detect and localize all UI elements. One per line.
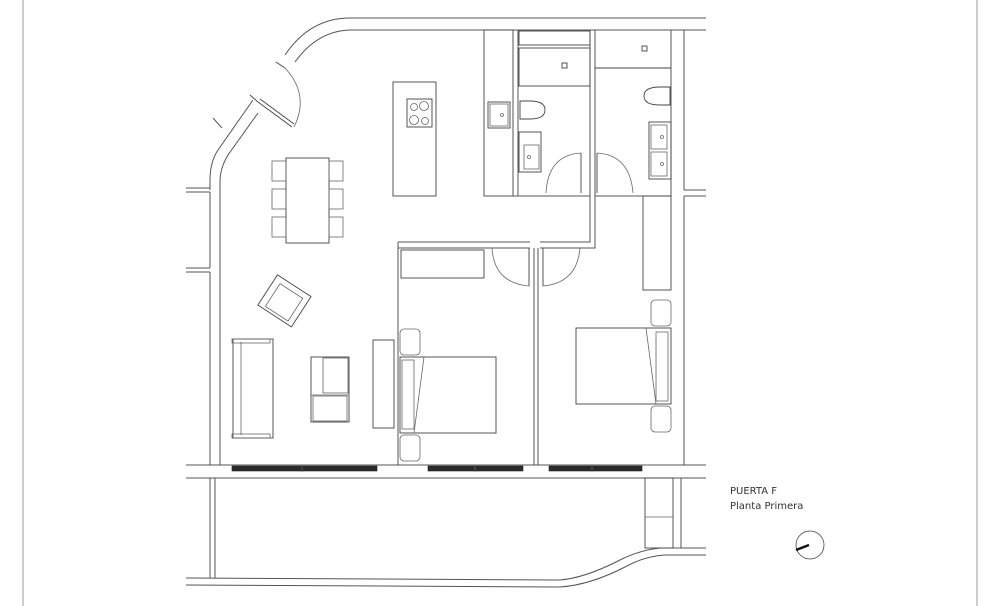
- armchair-rotated: [257, 274, 312, 328]
- sofa: [231, 338, 274, 439]
- window-bedroom-1: [427, 465, 524, 472]
- interior-walls: [397, 195, 671, 465]
- bedroom-2-furniture: [575, 195, 672, 433]
- exterior-wall: [186, 17, 706, 465]
- bedroom-1-furniture: [399, 249, 497, 462]
- bathroom-2: [594, 29, 672, 197]
- kitchen-counter: [483, 29, 514, 197]
- unit-label: PUERTA F: [730, 486, 777, 497]
- compass-icon: [795, 530, 825, 560]
- kitchen-island: [392, 81, 437, 197]
- right-wall: [683, 29, 706, 466]
- armchairs-pair: [310, 356, 350, 423]
- facade: [186, 464, 706, 479]
- plan-title-block: PUERTA F Planta Primera: [730, 484, 803, 514]
- window-bedroom-2: [548, 465, 643, 472]
- dining-table: [271, 157, 344, 244]
- tv-console: [372, 339, 395, 429]
- terrace: [185, 477, 706, 588]
- floor-label: Planta Primera: [730, 501, 804, 512]
- terrace-door: [249, 61, 301, 128]
- window-living: [231, 465, 378, 472]
- bathroom-1: [517, 29, 591, 197]
